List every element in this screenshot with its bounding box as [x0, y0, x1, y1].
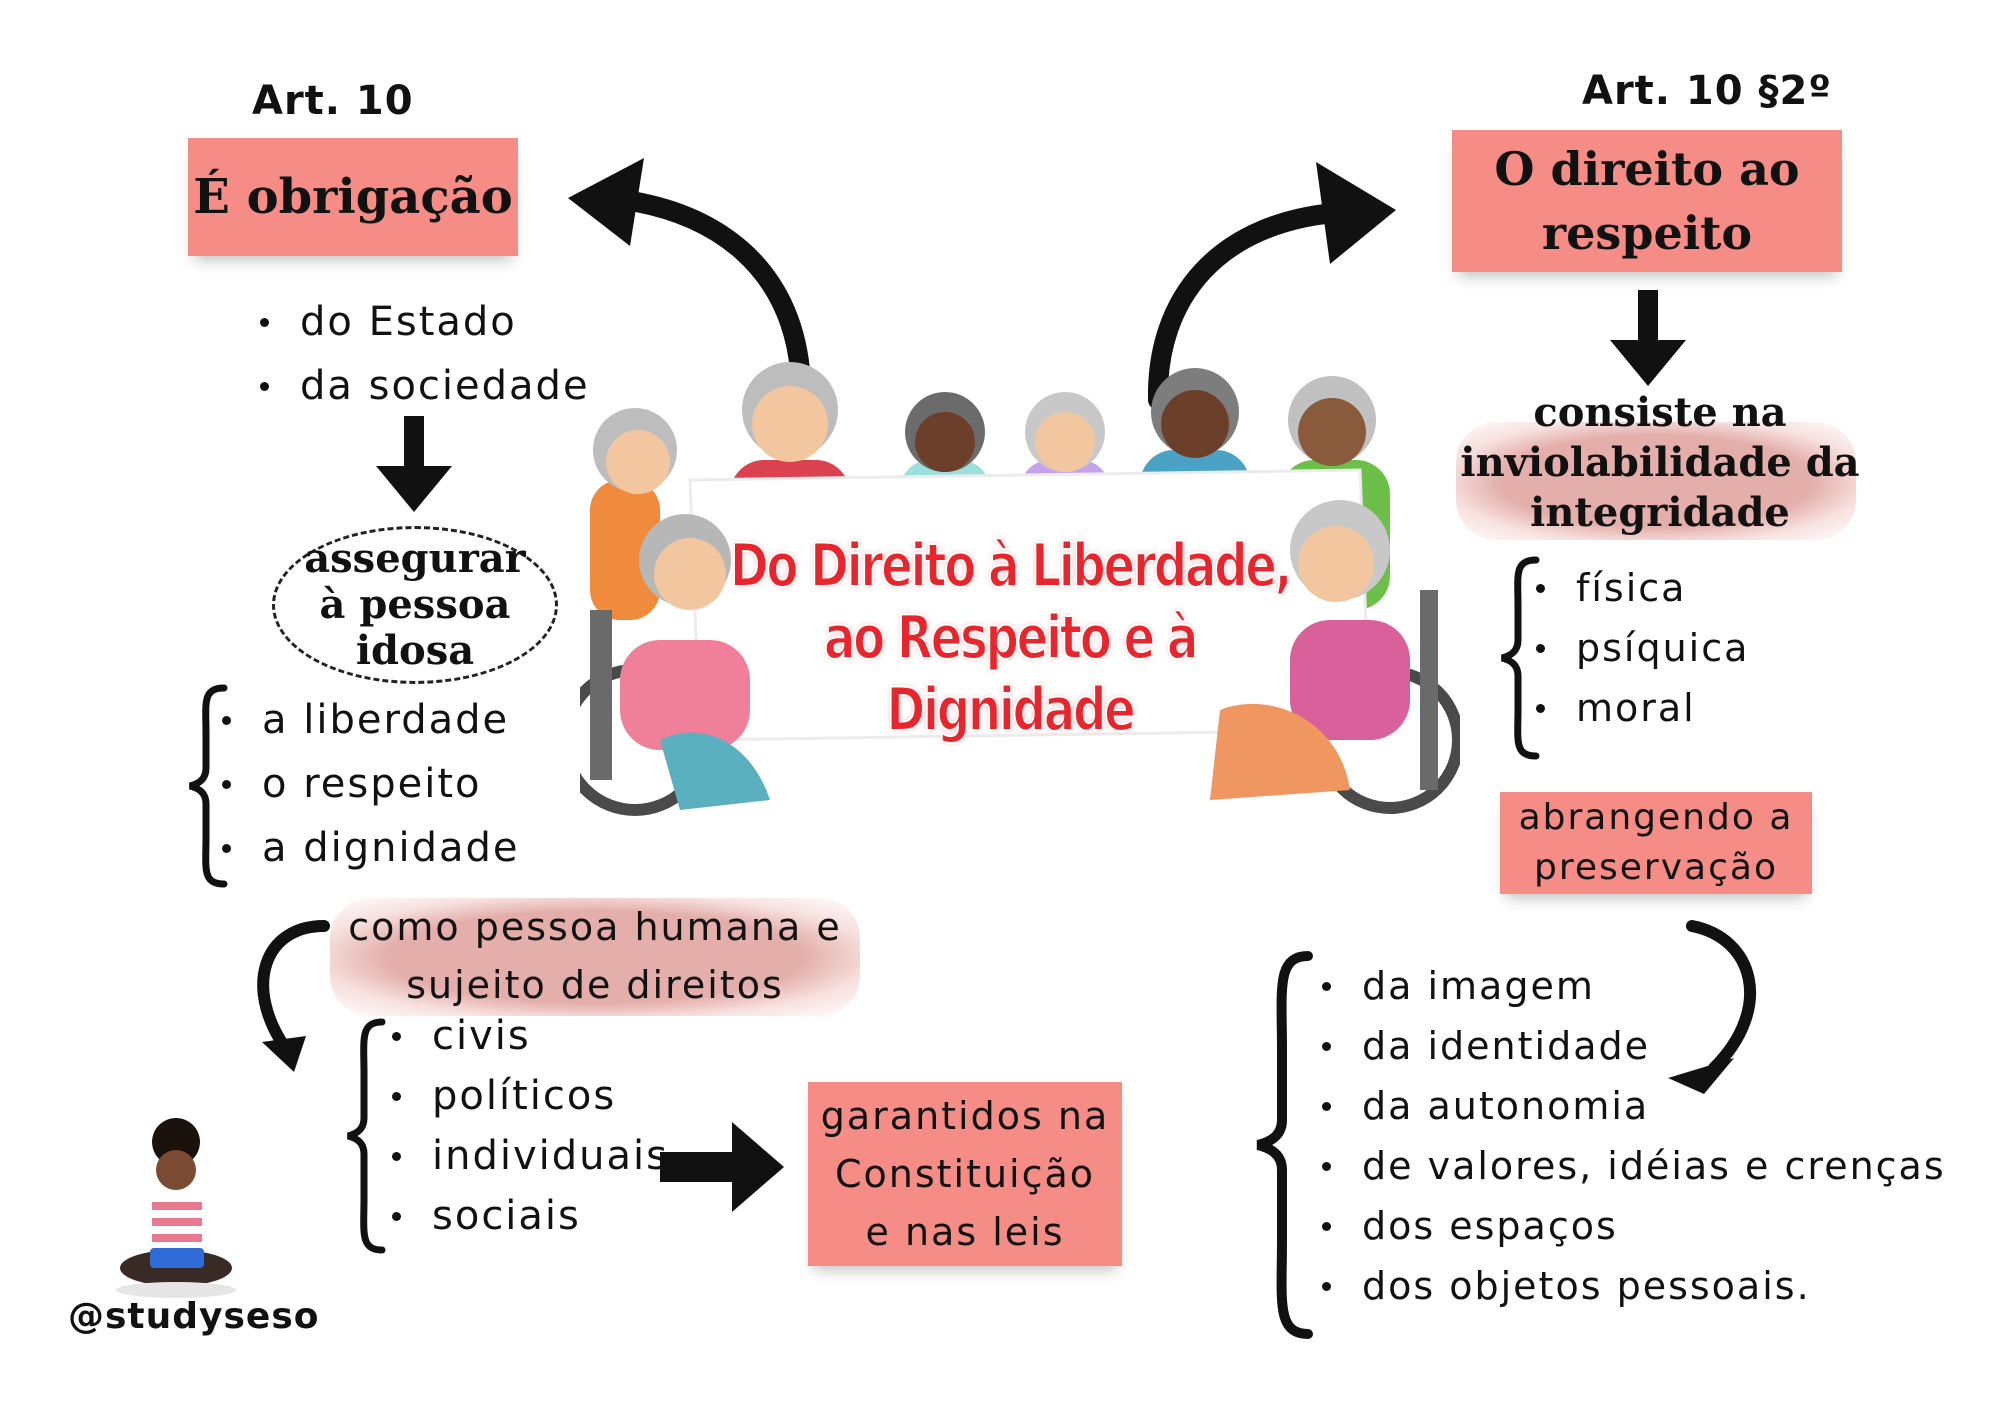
- person-brush-highlight: [330, 898, 860, 1016]
- respect-title-line: O direito ao: [1494, 142, 1800, 196]
- right-arrow-icon: [660, 1122, 784, 1212]
- curly-brace-icon: [1501, 556, 1540, 760]
- obligation-box: É obrigação: [188, 138, 518, 256]
- right-article-label: Art. 10 §2º: [1582, 68, 1832, 114]
- person-text: como pessoa humana e sujeito de direitos: [330, 898, 860, 1014]
- preservation-item: dos objetos pessoais.: [1316, 1256, 1946, 1316]
- curly-brace-icon: [1256, 951, 1313, 1339]
- curved-arrow-right-icon: [1147, 162, 1396, 410]
- consists-line: inviolabilidade da: [1460, 439, 1860, 486]
- integrity-item: moral: [1530, 678, 1749, 738]
- right-item: a dignidade: [216, 816, 520, 880]
- down-arrow-icon: [376, 416, 452, 512]
- ensure-ellipse: assegurar à pessoa idosa: [272, 526, 558, 684]
- guaranteed-line: garantidos na: [820, 1094, 1110, 1138]
- preservation-item: de valores, idéias e crenças: [1316, 1136, 1946, 1196]
- preservation-item: da identidade: [1316, 1016, 1946, 1076]
- person-figure: [590, 408, 677, 620]
- preservation-item: da autonomia: [1316, 1076, 1946, 1136]
- integrity-item: física: [1530, 558, 1749, 618]
- center-title-line: ao Respeito e à: [823, 602, 1199, 674]
- obligor-item: do Estado: [254, 290, 590, 354]
- preservation-item: dos espaços: [1316, 1196, 1946, 1256]
- right-type-item: civis: [386, 1006, 669, 1066]
- footer-handle: @studyseso: [68, 1296, 320, 1337]
- covering-box: abrangendo a preservação: [1500, 792, 1812, 894]
- consists-text: consiste na inviolabilidade da integrida…: [1440, 388, 1880, 538]
- curly-brace-icon: [189, 684, 228, 888]
- person-line: como pessoa humana e: [348, 905, 842, 949]
- respect-title-line: respeito: [1541, 206, 1753, 260]
- obligation-title: É obrigação: [193, 169, 513, 225]
- integrity-item: psíquica: [1530, 618, 1749, 678]
- down-arrow-icon: [1610, 290, 1686, 386]
- rights-list: a liberdade o respeito a dignidade: [216, 688, 520, 880]
- guaranteed-line: e nas leis: [865, 1210, 1065, 1254]
- consists-line: integridade: [1530, 489, 1790, 536]
- student-avatar-illustration: [116, 1118, 236, 1298]
- preservation-item: da imagem: [1316, 956, 1946, 1016]
- elderly-group-illustration: [580, 362, 1460, 816]
- curved-arrow-down-icon: [1668, 920, 1757, 1094]
- integrity-list: física psíquica moral: [1530, 558, 1749, 738]
- guaranteed-line: Constituição: [834, 1152, 1096, 1196]
- right-item: a liberdade: [216, 688, 520, 752]
- obligors-list: do Estado da sociedade: [254, 290, 590, 418]
- obligor-item: da sociedade: [254, 354, 590, 418]
- right-type-item: sociais: [386, 1186, 669, 1246]
- curved-arrow-left-icon: [568, 158, 810, 380]
- right-type-item: individuais: [386, 1126, 669, 1186]
- guaranteed-box: garantidos na Constituição e nas leis: [808, 1082, 1122, 1266]
- center-title-line: Do Direito à Liberdade,: [729, 530, 1293, 602]
- right-types-list: civis políticos individuais sociais: [386, 1006, 669, 1246]
- covering-line: abrangendo a: [1518, 797, 1794, 838]
- center-title-line: Dignidade: [886, 674, 1137, 746]
- curly-brace-icon: [347, 1018, 386, 1254]
- preservation-list: da imagem da identidade da autonomia de …: [1316, 956, 1946, 1316]
- covering-line: preservação: [1534, 847, 1778, 888]
- consists-line: consiste na: [1533, 389, 1787, 436]
- ensure-text: assegurar à pessoa idosa: [304, 535, 526, 674]
- center-title: Do Direito à Liberdade, ao Respeito e à …: [640, 530, 1380, 746]
- left-article-label: Art. 10: [252, 78, 414, 124]
- person-line: sujeito de direitos: [406, 963, 784, 1007]
- right-item: o respeito: [216, 752, 520, 816]
- curved-arrow-down-icon: [257, 920, 330, 1072]
- respect-box: O direito ao respeito: [1452, 130, 1842, 272]
- right-type-item: políticos: [386, 1066, 669, 1126]
- consists-brush-highlight: [1456, 422, 1856, 540]
